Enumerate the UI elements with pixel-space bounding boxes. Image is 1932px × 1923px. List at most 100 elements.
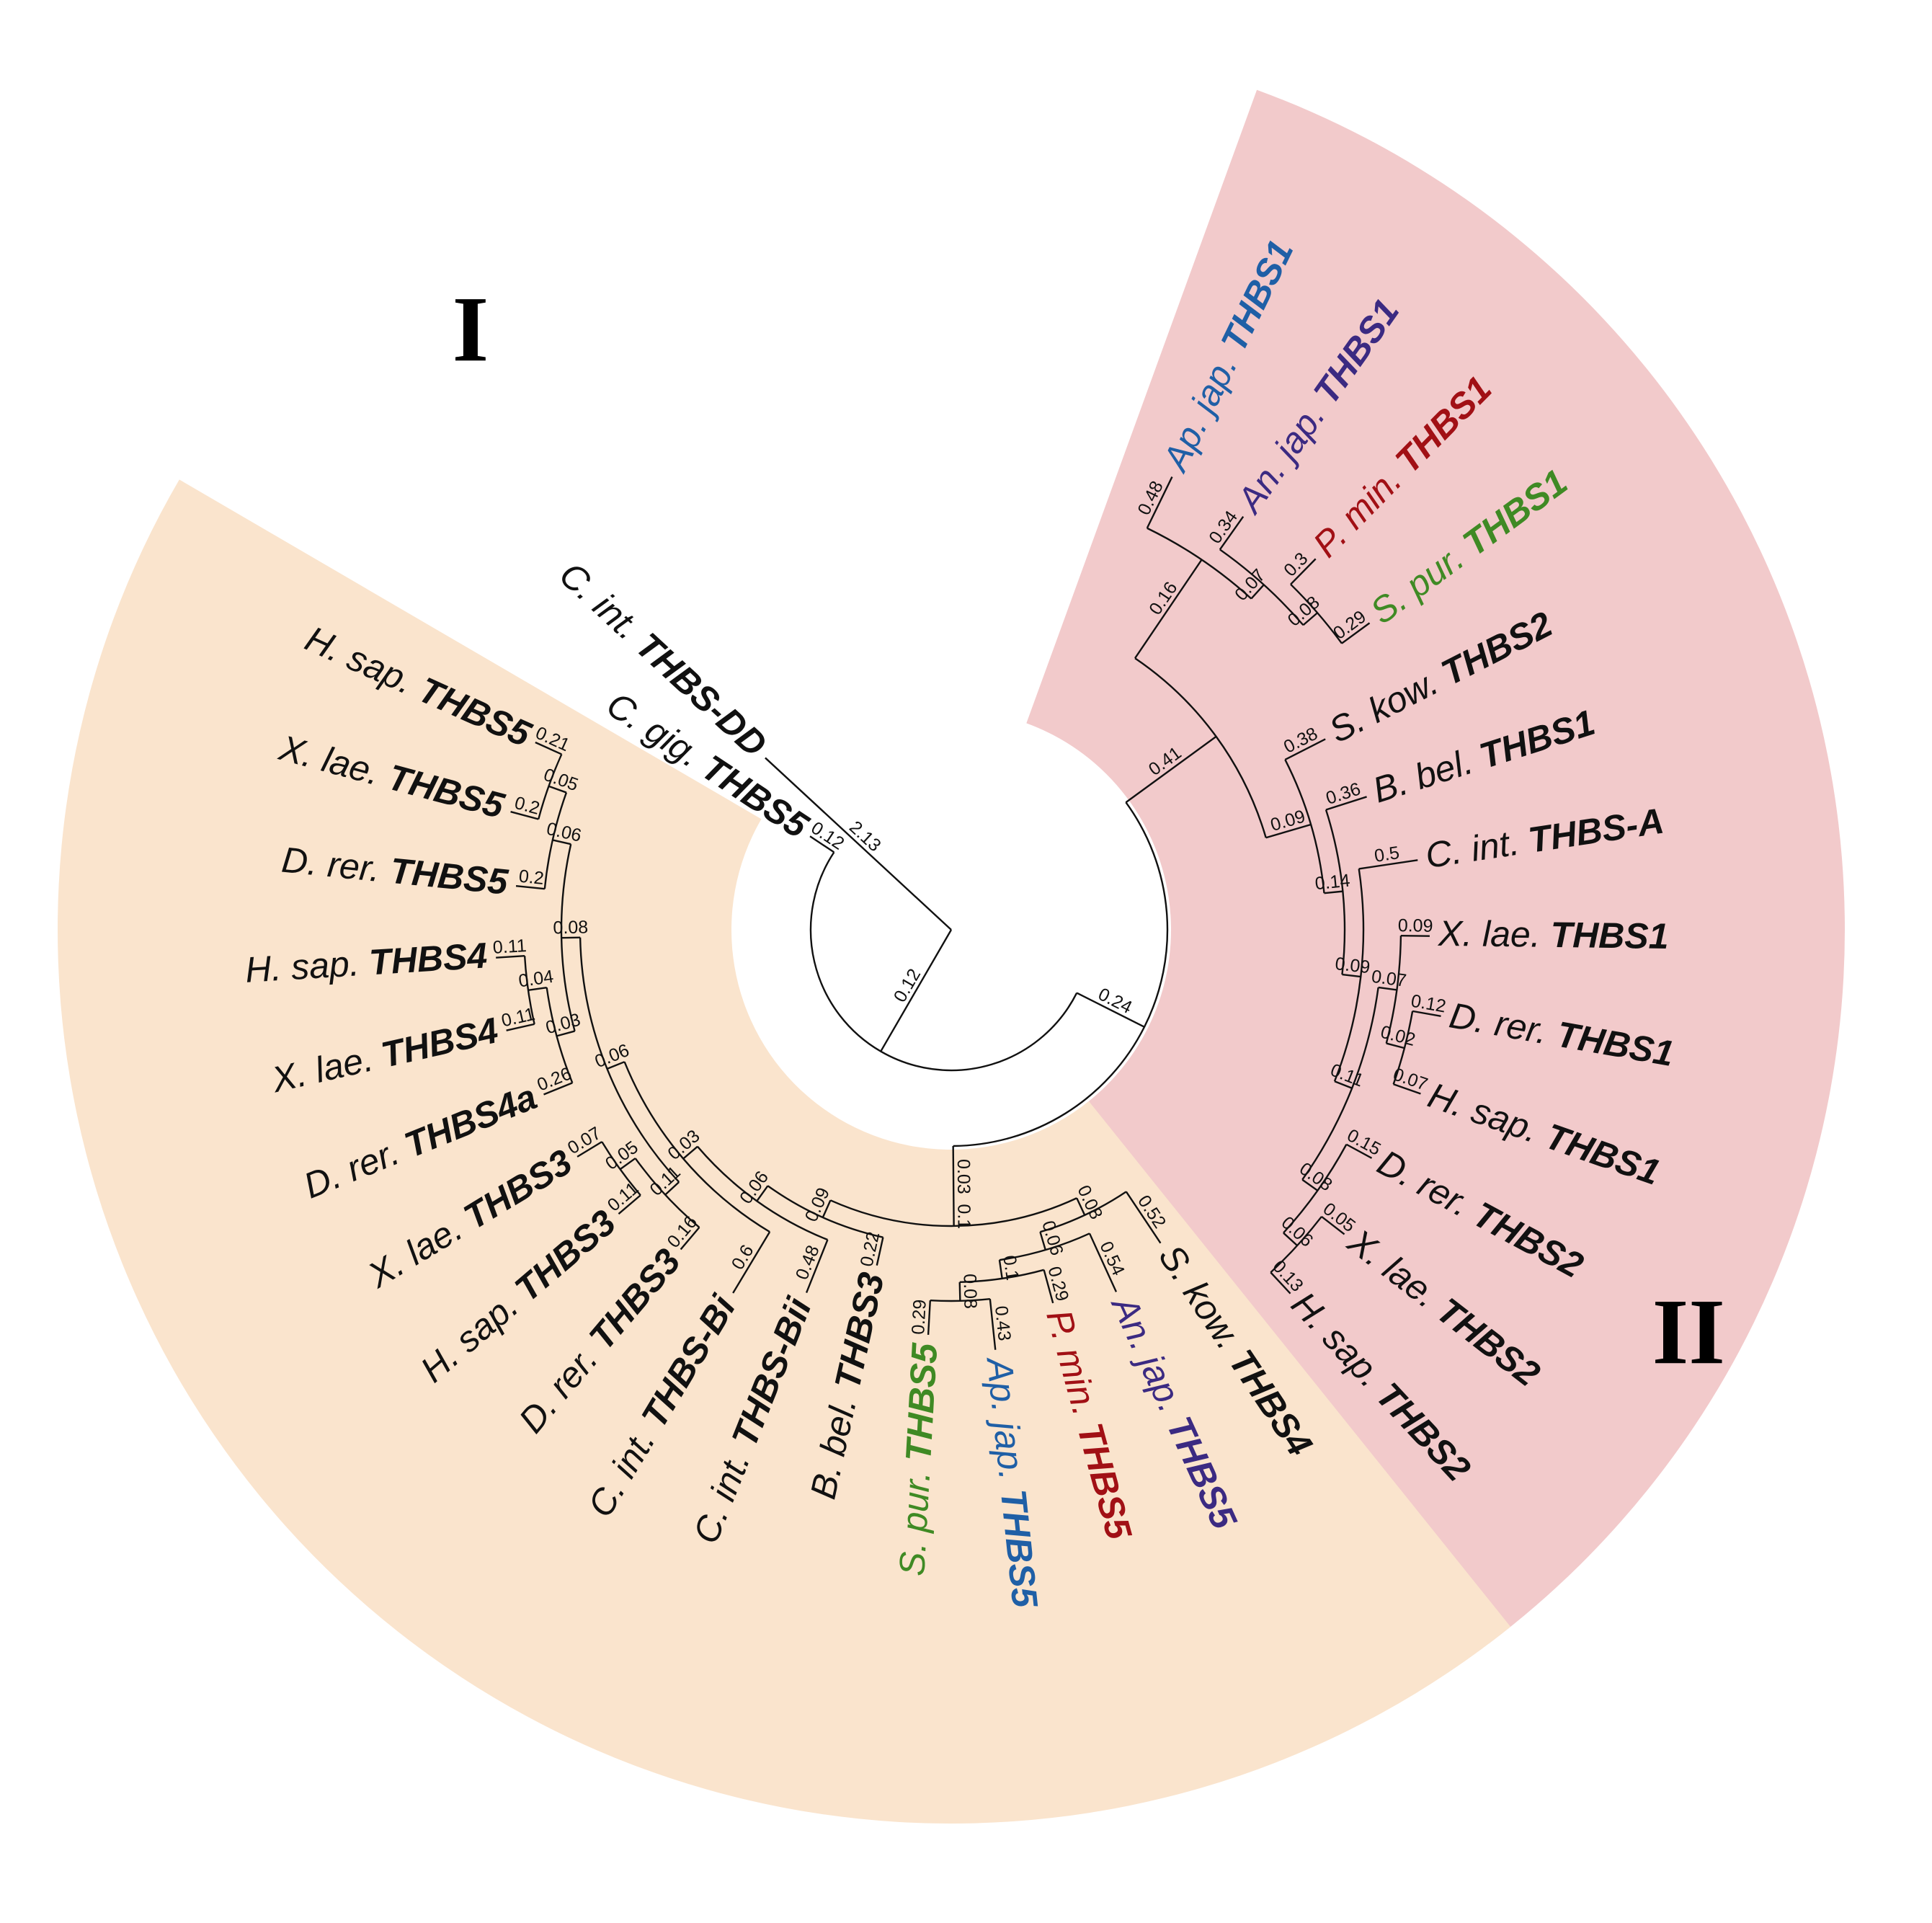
branch bbox=[1134, 559, 1203, 659]
branch bbox=[515, 884, 545, 890]
branch bbox=[1125, 735, 1217, 804]
branch-length-label: 0.09 bbox=[1334, 954, 1371, 977]
branch-arc bbox=[543, 792, 568, 889]
branch-arc bbox=[538, 753, 563, 820]
branch bbox=[876, 1237, 884, 1266]
branch-arc bbox=[1301, 987, 1379, 1181]
branch-arc bbox=[601, 1141, 641, 1196]
branch bbox=[535, 741, 562, 755]
branch bbox=[664, 1181, 680, 1196]
branch bbox=[756, 1185, 769, 1202]
branch bbox=[805, 1239, 829, 1294]
branch bbox=[1378, 986, 1397, 991]
branch-arc bbox=[523, 956, 535, 1025]
branch bbox=[1265, 823, 1312, 839]
branch-arc bbox=[1284, 759, 1325, 894]
branch bbox=[1270, 1271, 1291, 1294]
branch bbox=[543, 1082, 573, 1096]
leaf-label: S. pur. THBS5 bbox=[891, 1341, 945, 1577]
branches bbox=[496, 476, 1441, 1350]
leaf-label: H. sap. THBS4 bbox=[244, 936, 489, 990]
branch bbox=[1345, 1143, 1373, 1159]
branch-arc bbox=[1392, 1011, 1414, 1085]
branch-length-label: 0.11 bbox=[492, 936, 527, 958]
branch bbox=[1125, 1191, 1162, 1244]
branch bbox=[682, 1145, 698, 1160]
branch-arc bbox=[809, 851, 1078, 1072]
branch bbox=[927, 1300, 932, 1336]
branch-arc bbox=[1283, 1144, 1348, 1234]
branch-arc bbox=[1270, 1216, 1322, 1274]
branch-arc bbox=[560, 843, 576, 1031]
branch bbox=[1386, 1042, 1405, 1049]
branch bbox=[880, 929, 953, 1052]
branch bbox=[1412, 1010, 1441, 1017]
branch-arc bbox=[1219, 549, 1304, 626]
branch bbox=[1324, 890, 1343, 894]
branch-arc bbox=[634, 1158, 700, 1228]
branch-arc bbox=[829, 1197, 1077, 1227]
branch-length-label: 0.29 bbox=[908, 1299, 930, 1335]
branch bbox=[822, 1199, 832, 1218]
branch-length-label: 0.1 bbox=[999, 1254, 1023, 1282]
branch-arc bbox=[1325, 809, 1346, 975]
branch-arc bbox=[767, 1185, 883, 1238]
branch-length-label: 2.13 bbox=[845, 817, 885, 856]
leaf-species: C. int. bbox=[551, 554, 655, 654]
branch bbox=[510, 811, 539, 820]
branch-length-label: 0.04 bbox=[517, 967, 555, 992]
branch bbox=[506, 1023, 535, 1031]
branch-arc bbox=[1147, 527, 1252, 600]
branch bbox=[1088, 1233, 1118, 1292]
leaf-species: X. lae. bbox=[1438, 913, 1551, 955]
branch-arc bbox=[579, 937, 680, 1183]
clade-background-ii bbox=[58, 479, 1511, 1824]
branch bbox=[552, 839, 571, 845]
branch bbox=[1146, 476, 1173, 529]
leaf-gene: THBS5 bbox=[898, 1341, 945, 1462]
clade-label-ii: II bbox=[1652, 1280, 1725, 1384]
branch bbox=[1325, 796, 1367, 811]
branch-arc bbox=[930, 1297, 990, 1302]
branch bbox=[1076, 1197, 1086, 1216]
branch bbox=[1290, 558, 1317, 585]
branch bbox=[1341, 622, 1371, 644]
branch bbox=[1302, 612, 1318, 626]
branch bbox=[809, 835, 835, 853]
branch bbox=[1076, 992, 1145, 1028]
branch bbox=[1283, 1232, 1298, 1246]
branch-arc bbox=[623, 1061, 770, 1233]
branch-arc bbox=[959, 1269, 1044, 1284]
branch-length-label: 0.09 bbox=[1398, 915, 1433, 936]
branch-length-label: 0.2 bbox=[518, 866, 545, 889]
clade-labels: III bbox=[453, 277, 1725, 1384]
branch bbox=[1039, 1231, 1046, 1251]
clade-backgrounds bbox=[58, 89, 1846, 1824]
branch bbox=[577, 1141, 602, 1158]
branch bbox=[1043, 1269, 1054, 1304]
branch bbox=[732, 1231, 771, 1294]
branch bbox=[1321, 1215, 1345, 1235]
branch bbox=[998, 1259, 1003, 1279]
branch-arc bbox=[1290, 583, 1343, 644]
leaf-gene: THBS4 bbox=[368, 936, 489, 983]
branch-length-label: 0.43 bbox=[991, 1305, 1015, 1341]
branch bbox=[1342, 973, 1361, 978]
branch-arc bbox=[546, 987, 574, 1083]
branch-arc bbox=[1333, 869, 1365, 1082]
branch bbox=[618, 1194, 641, 1215]
branch bbox=[556, 1030, 575, 1037]
branch bbox=[607, 1061, 626, 1070]
branch bbox=[619, 1158, 636, 1171]
branch bbox=[548, 785, 567, 794]
leaf-species: H. sap. bbox=[244, 943, 370, 990]
branch bbox=[765, 757, 952, 931]
leaf-species: S. pur. bbox=[891, 1460, 938, 1577]
clade-background-i bbox=[1026, 89, 1846, 1644]
branch bbox=[1393, 1083, 1421, 1095]
branch-length-label: 0.1 bbox=[953, 1204, 974, 1229]
leaf-label: X. lae. THBS1 bbox=[1438, 913, 1669, 956]
branch bbox=[527, 986, 547, 991]
branch bbox=[680, 1227, 700, 1251]
